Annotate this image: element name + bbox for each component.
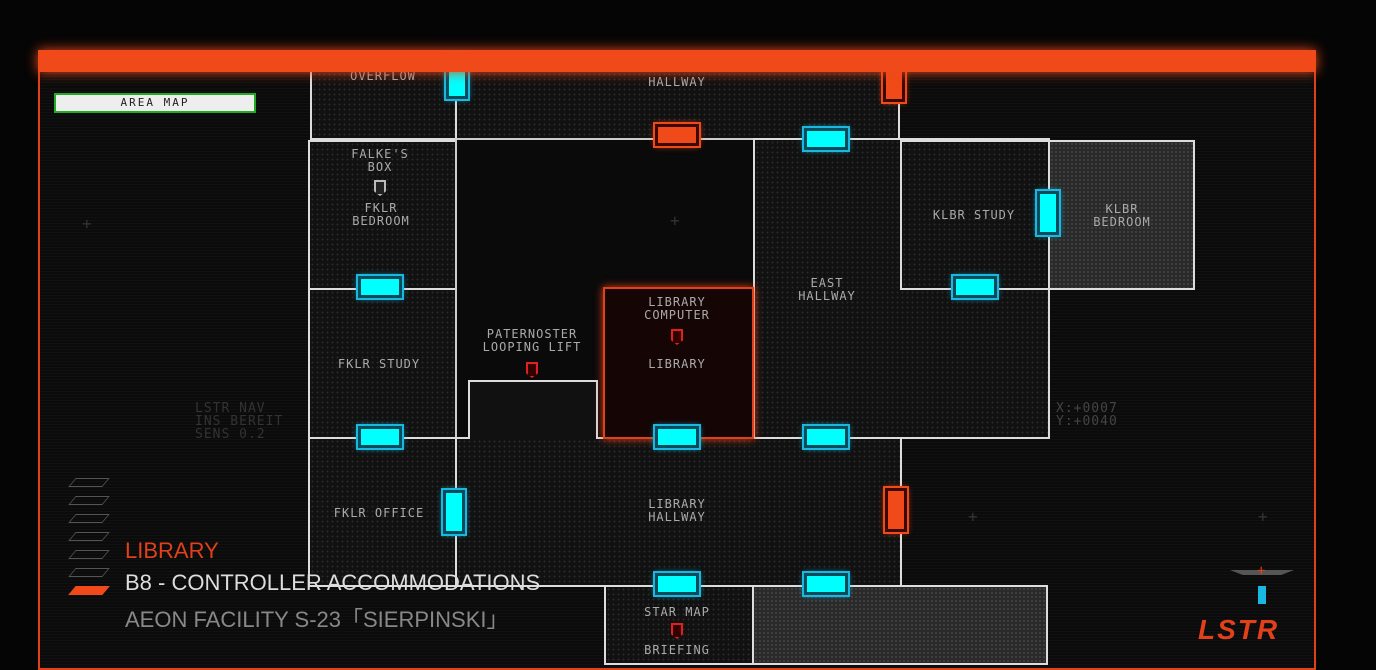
label-klbr-study: KLBR STUDY — [932, 208, 1016, 222]
crosshair-icon: + — [968, 507, 978, 526]
nav-status: LSTR NAV INS BEREIT SENS 0.2 — [195, 402, 283, 441]
lstr-emblem-icon: + — [1230, 560, 1294, 612]
nav-line-2: INS BEREIT — [195, 414, 284, 429]
label-fklr-office: FKLR OFFICE — [333, 506, 425, 520]
current-sector: B8 - CONTROLLER ACCOMMODATIONS — [125, 570, 541, 595]
door[interactable] — [356, 274, 404, 300]
crosshair-icon: + — [670, 211, 680, 230]
label-overflow: OVERFLOW — [350, 69, 416, 83]
computer-marker-icon[interactable] — [671, 329, 683, 345]
room-library-hallway[interactable] — [455, 437, 902, 587]
label-star-map: STAR MAP — [644, 605, 710, 619]
area-map-tag: AREA MAP — [54, 93, 256, 113]
room-library[interactable] — [603, 287, 754, 439]
floor-indicator — [68, 478, 110, 604]
coord-y: Y:+0040 — [1056, 414, 1118, 429]
door[interactable] — [802, 424, 850, 450]
door[interactable] — [802, 571, 850, 597]
lift-shaft — [468, 380, 598, 439]
coord-x: X:+0007 — [1056, 401, 1118, 416]
label-paternoster: PATERNOSTER LOOPING LIFT — [482, 327, 582, 354]
label-fklr-bedroom: FKLR BEDROOM — [352, 201, 410, 228]
room-fklr-study[interactable] — [308, 288, 457, 439]
facility-name: AEON FACILITY S-23「SIERPINSKI」 — [125, 607, 509, 632]
label-library: LIBRARY — [648, 357, 706, 371]
label-library-computer: LIBRARY COMPUTER — [644, 295, 710, 322]
coordinates: X:+0007 Y:+0040 — [1056, 402, 1118, 428]
crosshair-icon: + — [82, 214, 92, 233]
door[interactable] — [951, 274, 999, 300]
locked-door[interactable] — [653, 122, 701, 148]
label-falkes-box: FALKE'S BOX — [351, 147, 409, 174]
location-marker-icon — [374, 180, 386, 196]
door[interactable] — [653, 424, 701, 450]
nav-line-1: LSTR NAV — [195, 401, 266, 416]
door[interactable] — [653, 571, 701, 597]
star-map-marker-icon — [671, 623, 683, 639]
room-fklr-office[interactable] — [308, 437, 457, 587]
room-klbr-study[interactable] — [900, 140, 1050, 290]
nav-line-3: SENS 0.2 — [195, 427, 266, 442]
label-east-hallway: EAST HALLWAY — [798, 276, 856, 303]
crosshair-icon: + — [1258, 507, 1268, 526]
label-briefing: BRIEFING — [644, 643, 710, 657]
label-fklr-study: FKLR STUDY — [337, 357, 421, 371]
door[interactable] — [356, 424, 404, 450]
label-library-hallway: LIBRARY HALLWAY — [648, 497, 706, 524]
locked-door[interactable] — [883, 486, 909, 534]
current-room: LIBRARY — [125, 538, 219, 563]
top-bar — [38, 50, 1316, 72]
lstr-logo: LSTR — [1198, 614, 1280, 645]
label-klbr-bedroom: KLBR BEDROOM — [1093, 202, 1151, 229]
door[interactable] — [441, 488, 467, 536]
door[interactable] — [802, 126, 850, 152]
room-south[interactable] — [752, 585, 1048, 665]
label-hallway: HALLWAY — [648, 75, 706, 89]
lift-marker-icon — [526, 362, 538, 378]
door[interactable] — [1035, 189, 1061, 237]
